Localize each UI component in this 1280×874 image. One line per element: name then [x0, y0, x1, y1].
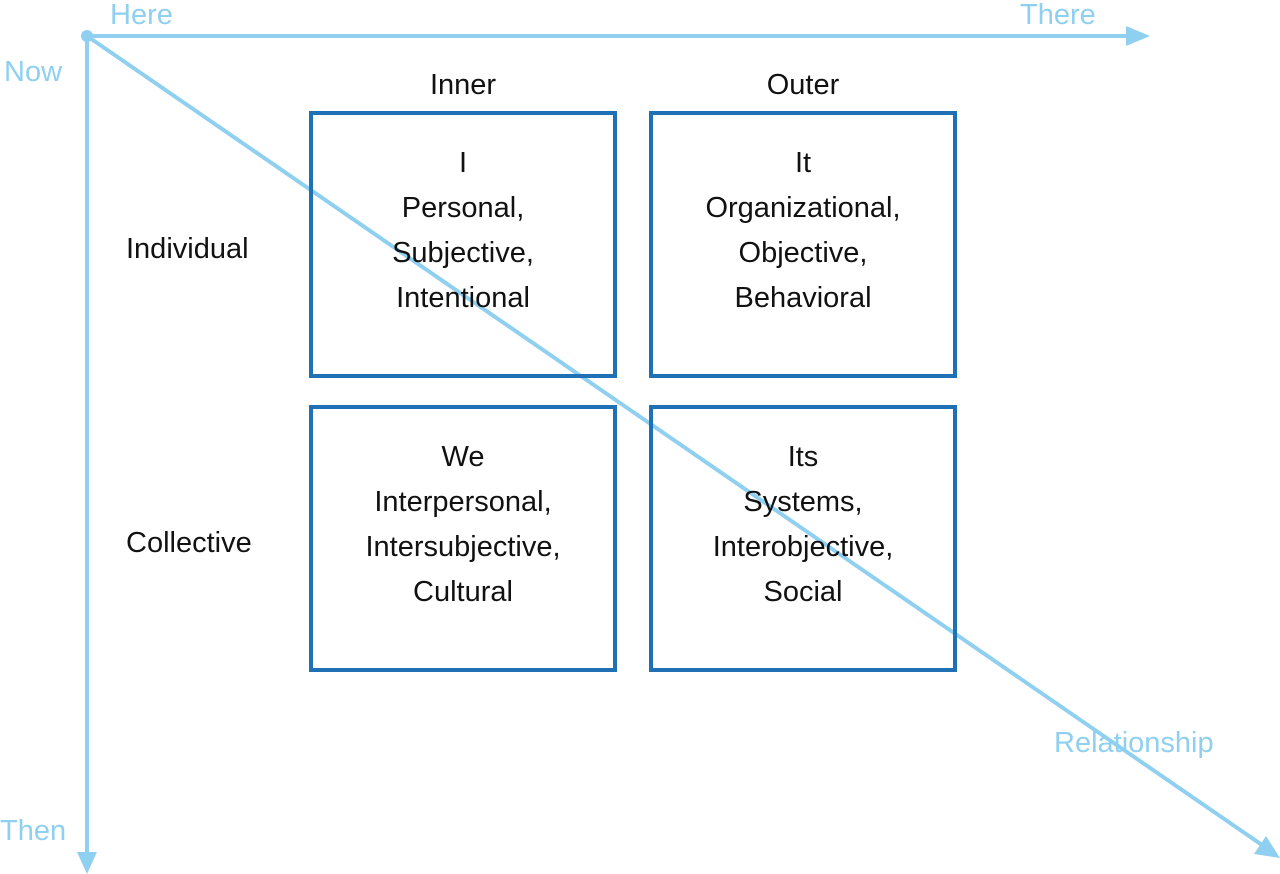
quadrant-title: It — [794, 147, 812, 179]
relationship-axis — [85, 34, 1264, 847]
quadrant-line: Systems, — [743, 486, 863, 518]
row-header-individual: Individual — [126, 233, 249, 265]
relationship-label: Relationship — [1054, 727, 1214, 759]
quadrant-line: Organizational, — [705, 192, 901, 224]
origin-dot — [81, 30, 93, 42]
quadrant-line: Objective, — [738, 237, 868, 269]
quadrant-line: Interobjective, — [712, 531, 894, 563]
quadrant-line: Interpersonal, — [374, 486, 552, 518]
there-arrowhead — [1126, 26, 1150, 46]
quadrant-title: We — [441, 441, 485, 473]
quadrant-lower-right: Its Systems, Interobjective, Social — [649, 405, 957, 672]
quadrant-line: Social — [763, 576, 843, 608]
column-header-outer: Outer — [766, 69, 840, 101]
quadrant-title: I — [458, 147, 468, 179]
column-header-inner: Inner — [429, 69, 497, 101]
now-label: Now — [4, 56, 63, 88]
here-label: Here — [110, 0, 173, 31]
relationship-arrowhead — [1254, 836, 1280, 858]
quadrant-lower-left: We Interpersonal, Intersubjective, Cultu… — [309, 405, 617, 672]
quadrant-line: Personal, — [401, 192, 525, 224]
there-label: There — [1020, 0, 1096, 31]
row-header-collective: Collective — [126, 527, 252, 559]
then-label: Then — [0, 815, 67, 847]
quadrant-upper-right: It Organizational, Objective, Behavioral — [649, 111, 957, 378]
quadrant-line: Cultural — [413, 576, 513, 608]
then-arrowhead — [77, 852, 97, 874]
quadrant-title: Its — [787, 441, 819, 473]
quadrant-line: Subjective, — [392, 237, 534, 269]
quadrant-upper-left: I Personal, Subjective, Intentional — [309, 111, 617, 378]
quadrant-line: Intersubjective, — [365, 531, 561, 563]
quadrant-line: Intentional — [396, 282, 530, 314]
quadrant-line: Behavioral — [734, 282, 872, 314]
